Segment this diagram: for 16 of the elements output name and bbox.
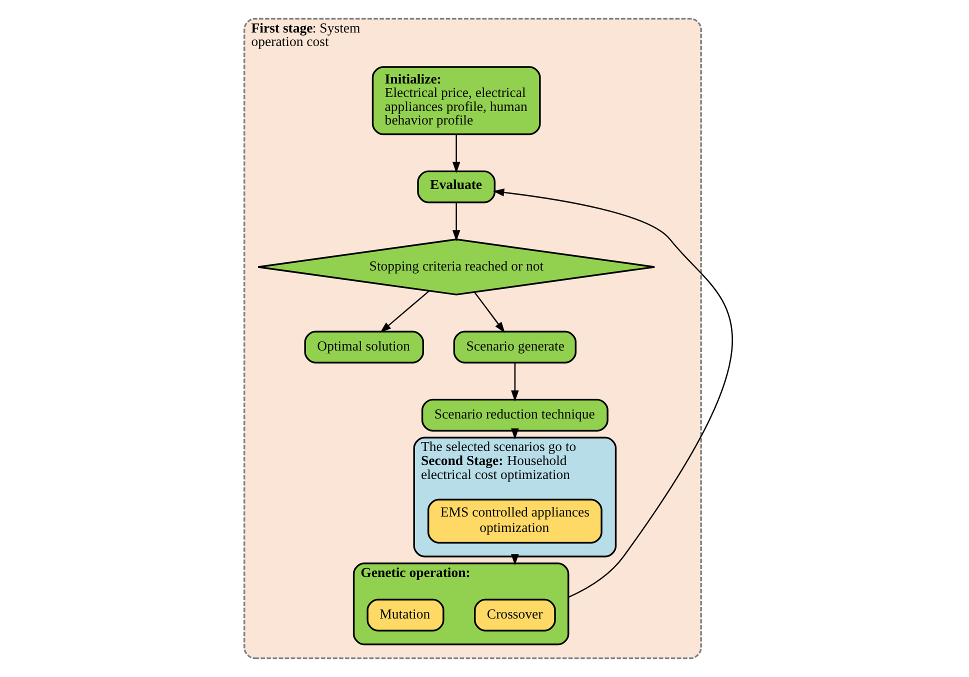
arrow: [380, 290, 430, 333]
arrow: [510, 428, 518, 440]
node-box: Crossover: [474, 598, 556, 632]
arrow: [510, 362, 518, 402]
node-box: Scenario generate: [452, 330, 576, 364]
node-box: Initialize: Electrical price, electrical appliances profile, human behavior profile: [371, 66, 540, 136]
node-box: Evaluate: [416, 170, 496, 204]
node-diamond: Stopping criteria reached or not: [256, 238, 655, 296]
node-box: EMS controlled appliances optimization: [426, 498, 602, 544]
arrow: [492, 188, 732, 598]
arrow: [510, 554, 518, 566]
arrow: [452, 202, 460, 242]
node-box: Mutation: [366, 598, 444, 632]
node-box: Optimal solution: [304, 330, 424, 364]
arrow: [474, 292, 505, 334]
arrow: [452, 134, 460, 174]
